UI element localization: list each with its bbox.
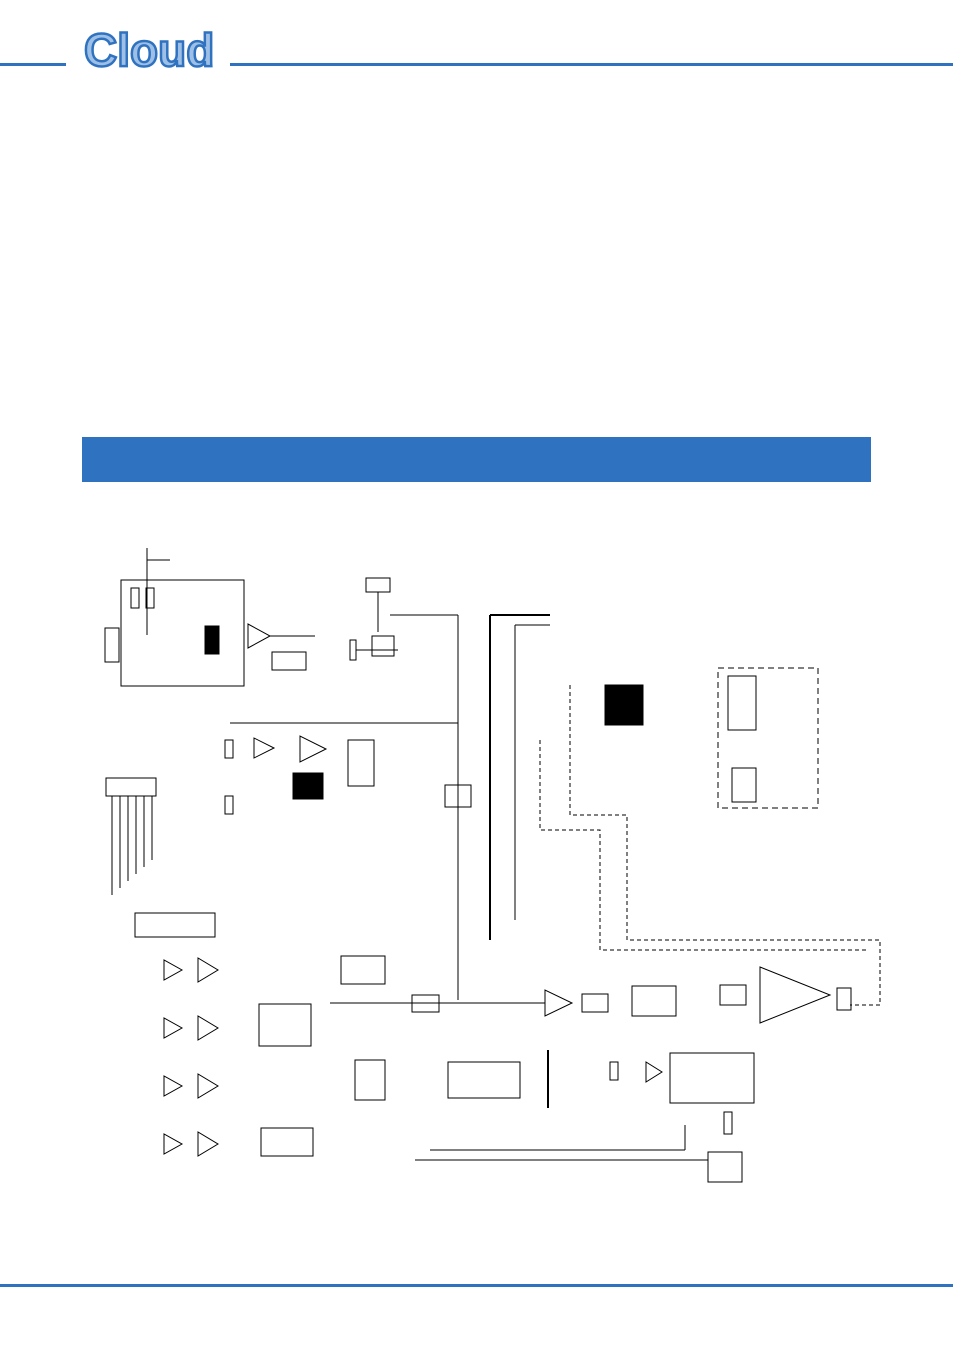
aux-input-section xyxy=(105,722,458,815)
cloud-logo-icon: Cloud xyxy=(83,23,216,76)
section-banner xyxy=(82,437,871,482)
block-diagram-schematic xyxy=(104,548,881,1183)
header-rule-left xyxy=(0,63,66,66)
remote-section xyxy=(415,1052,755,1183)
svg-text:Cloud: Cloud xyxy=(84,24,214,76)
section-banner-title xyxy=(82,449,98,469)
mix-bus xyxy=(330,966,852,1108)
header-rule-right xyxy=(230,63,953,66)
line-input-section xyxy=(365,577,550,1000)
footer-rule xyxy=(0,1284,953,1287)
input-channels xyxy=(163,955,386,1157)
cable-harness xyxy=(111,796,216,938)
mic-input-transformer-section xyxy=(104,548,398,687)
output-transformer-section xyxy=(539,667,881,1006)
